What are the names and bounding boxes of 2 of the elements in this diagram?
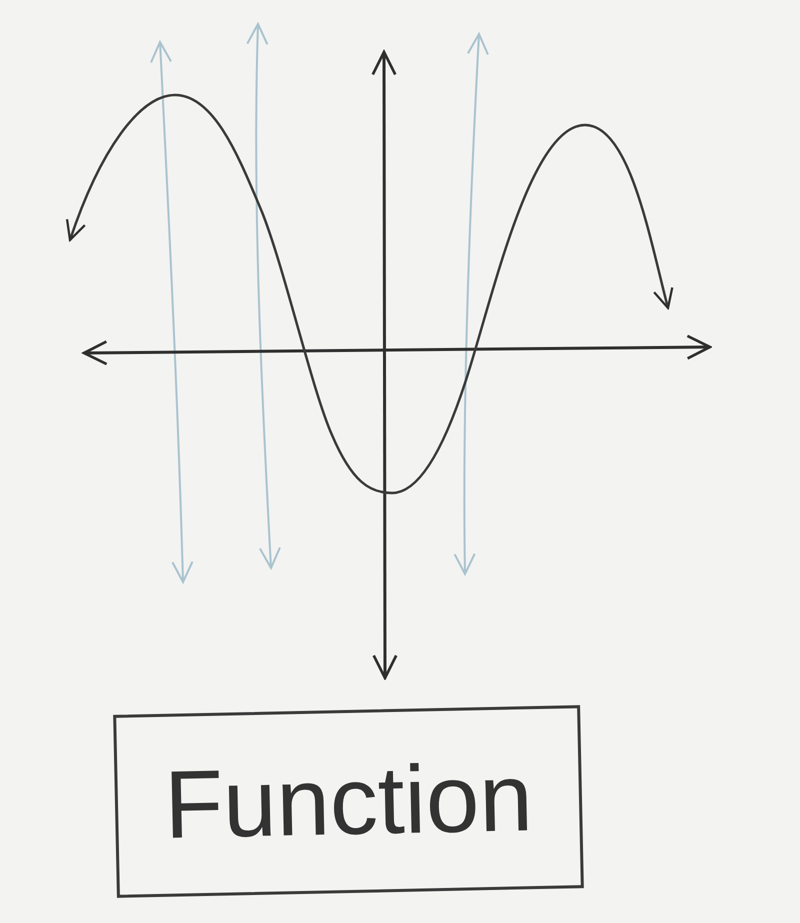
heading-text: Function — [163, 744, 534, 858]
label-frame — [113, 705, 584, 898]
